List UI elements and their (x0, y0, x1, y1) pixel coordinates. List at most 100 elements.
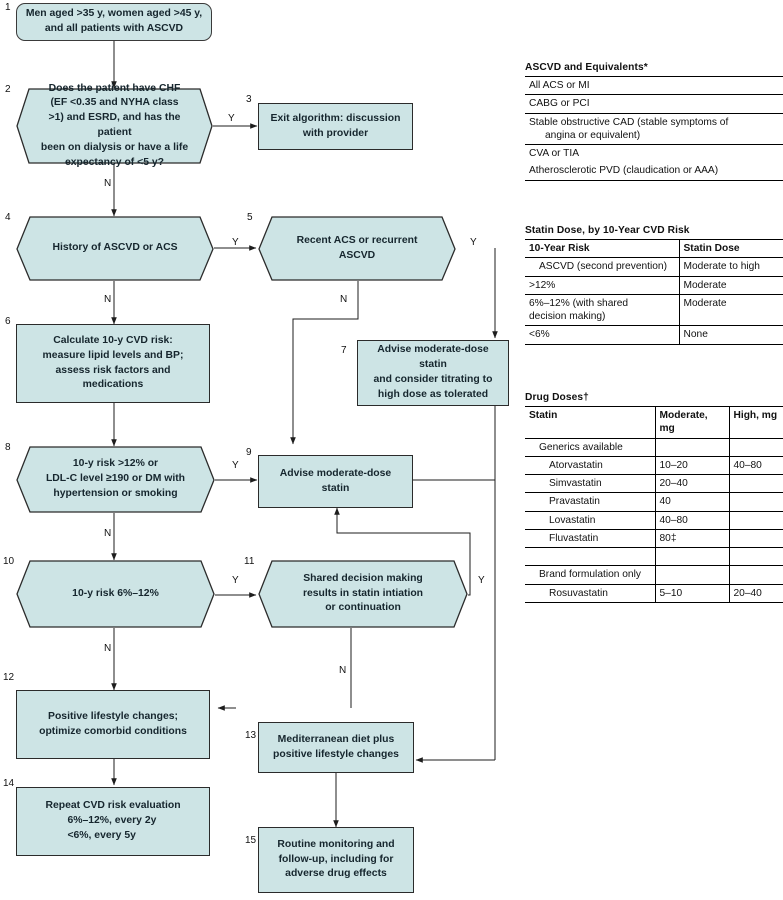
statin-dose-value-4: None (678, 325, 783, 345)
node-2-line-3: >1) and ESRD, and has the patient (48, 112, 181, 138)
node-3-line-1: Exit algorithm: discussion (270, 112, 401, 124)
node-11-line-1: Shared decision making (303, 572, 423, 584)
hexagon-shape (16, 446, 215, 513)
drug-moderate-pravastatin: 40 (654, 492, 729, 511)
step-number-7: 7 (341, 345, 347, 356)
node-12-line-1: Positive lifestyle changes; (48, 710, 178, 722)
node-4-label: History of ASCVD or ACS (16, 216, 214, 281)
hexagon-shape (258, 216, 456, 281)
drug-moderate-atorvastatin: 10–20 (654, 455, 729, 475)
statin-dose-risk-3-line-1: 6%–12% (with shared (529, 297, 629, 309)
node-9-advise-moderate-dose: Advise moderate-dose statin (258, 455, 413, 508)
node-15-line-2: follow-up, including for (278, 853, 394, 865)
node-11-label: Shared decision making results in statin… (258, 560, 468, 628)
table-drug-doses-body: Statin Moderate, mg High, mg Generics av… (525, 406, 783, 603)
node-3-exit-algorithm: Exit algorithm: discussion with provider (258, 103, 413, 150)
drug-high-pravastatin (728, 492, 783, 511)
ascvd-row-3-line-2: angina or equivalent) (545, 129, 641, 141)
step-number-3: 3 (246, 94, 252, 105)
drug-high-simvastatin (728, 473, 783, 493)
edge-label-5-yes: Y (470, 237, 477, 248)
statin-dose-risk-1: ASCVD (second prevention) (525, 257, 679, 276)
drug-generics-moderate (654, 437, 729, 457)
step-number-2: 2 (5, 84, 11, 95)
table-row: >12% Moderate (525, 275, 783, 295)
hexagon-shape (16, 560, 215, 628)
node-5-recent-acs-decision: Recent ACS or recurrent ASCVD (258, 216, 456, 281)
table-row: Rosuvastatin 5–10 20–40 (525, 583, 783, 603)
table-row: Stable obstructive CAD (stable symptoms … (525, 112, 783, 145)
step-number-6: 6 (5, 316, 11, 327)
table-row: Fluvastatin 80‡ (525, 528, 783, 548)
edge-label-8-yes: Y (232, 460, 239, 471)
node-7-line-2: and consider titrating to (373, 374, 493, 385)
drug-name-simvastatin: Simvastatin (525, 473, 655, 493)
drug-high-rosuvastatin: 20–40 (728, 583, 783, 603)
table-row: Atorvastatin 10–20 40–80 (525, 455, 783, 475)
table-drug-doses-title: Drug Doses† (525, 392, 589, 403)
statin-dose-value-3: Moderate (678, 293, 783, 326)
table-statin-dose-title: Statin Dose, by 10-Year CVD Risk (525, 225, 690, 236)
drug-group-brand: Brand formulation only (525, 565, 655, 584)
step-number-10: 10 (3, 556, 15, 567)
node-5-label: Recent ACS or recurrent ASCVD (258, 216, 456, 281)
edge-label-4-no: N (104, 294, 112, 305)
node-1-population: Men aged >35 y, women aged >45 y, and al… (16, 3, 212, 41)
table-row: Lovastatin 40–80 (525, 510, 783, 530)
node-14-repeat-risk-evaluation: Repeat CVD risk evaluation 6%–12%, every… (16, 787, 210, 856)
table-statin-dose-body: 10-Year Risk Statin Dose ASCVD (second p… (525, 238, 783, 345)
drug-high-atorvastatin: 40–80 (728, 455, 783, 475)
node-11-line-2: results in statin intiation (302, 587, 424, 599)
node-8-high-risk-decision: 10-y risk >12% or LDL-C level ≥190 or DM… (16, 446, 215, 513)
step-number-5: 5 (247, 212, 253, 223)
table-row: 6%–12% (with shared decision making) Mod… (525, 293, 783, 326)
node-8-line-1: 10-y risk >12% or (72, 458, 159, 470)
node-14-line-1: Repeat CVD risk evaluation (45, 800, 181, 812)
node-12-lifestyle-changes: Positive lifestyle changes; optimize com… (16, 690, 210, 759)
node-13-line-2: positive lifestyle changes (273, 748, 399, 760)
step-number-9: 9 (246, 447, 252, 458)
node-1-line-1: Men aged >35 y, women aged >45 y, (25, 8, 203, 20)
ascvd-row-5: Atherosclerotic PVD (claudication or AAA… (525, 162, 783, 181)
statin-dose-risk-3-line-2: decision making) (529, 311, 606, 322)
drug-high-lovastatin (728, 510, 783, 530)
table-ascvd-equivalents: ASCVD and Equivalents* All ACS or MI CAB… (525, 62, 783, 181)
node-6-line-4: medications (82, 379, 144, 391)
table-row: ASCVD (second prevention) Moderate to hi… (525, 257, 783, 276)
node-6-line-2: measure lipid levels and BP; (42, 349, 184, 361)
table-drug-doses: Drug Doses† Statin Moderate, mg High, mg… (525, 392, 783, 603)
ascvd-row-1: All ACS or MI (525, 75, 783, 95)
table-row: CABG or PCI (525, 94, 783, 113)
table-header-row: Statin Moderate, mg High, mg (525, 406, 783, 438)
node-5-line-2: ASCVD (338, 249, 376, 261)
statin-dose-risk-3: 6%–12% (with shared decision making) (525, 293, 679, 326)
table-row: Generics available (525, 437, 783, 457)
node-15-line-1: Routine monitoring and (277, 838, 395, 850)
drug-header-moderate: Moderate, mg (654, 406, 729, 438)
node-12-line-2: optimize comorbid conditions (39, 725, 187, 737)
node-15-routine-monitoring: Routine monitoring and follow-up, includ… (258, 827, 414, 893)
edge-label-2-yes: Y (228, 113, 235, 124)
node-8-line-3: hypertension or smoking (53, 487, 178, 499)
node-4-line-1: History of ASCVD or ACS (52, 242, 178, 254)
hexagon-shape (16, 216, 214, 281)
table-row: Simvastatin 20–40 (525, 473, 783, 493)
drug-brand-moderate (654, 565, 729, 584)
step-number-1: 1 (5, 2, 11, 13)
node-6-calculate-risk: Calculate 10-y CVD risk: measure lipid l… (16, 324, 210, 403)
edge-label-10-no: N (104, 643, 112, 654)
node-2-chf-esrd-decision: Does the patient have CHF (EF <0.35 and … (16, 83, 213, 168)
edge-label-10-yes: Y (232, 575, 239, 586)
table-row: Brand formulation only (525, 565, 783, 584)
node-2-line-4: been on dialysis or have a life (40, 141, 189, 153)
ascvd-row-3: Stable obstructive CAD (stable symptoms … (525, 112, 783, 145)
edge-label-5-no: N (340, 294, 348, 305)
drug-moderate-lovastatin: 40–80 (654, 510, 729, 530)
drug-moderate-fluvastatin: 80‡ (654, 528, 729, 548)
node-11-shared-decision: Shared decision making results in statin… (258, 560, 468, 628)
step-number-15: 15 (245, 835, 257, 846)
node-15-line-3: adverse drug effects (285, 868, 387, 880)
drug-header-statin: Statin (525, 406, 655, 438)
drug-name-fluvastatin: Fluvastatin (525, 528, 655, 548)
